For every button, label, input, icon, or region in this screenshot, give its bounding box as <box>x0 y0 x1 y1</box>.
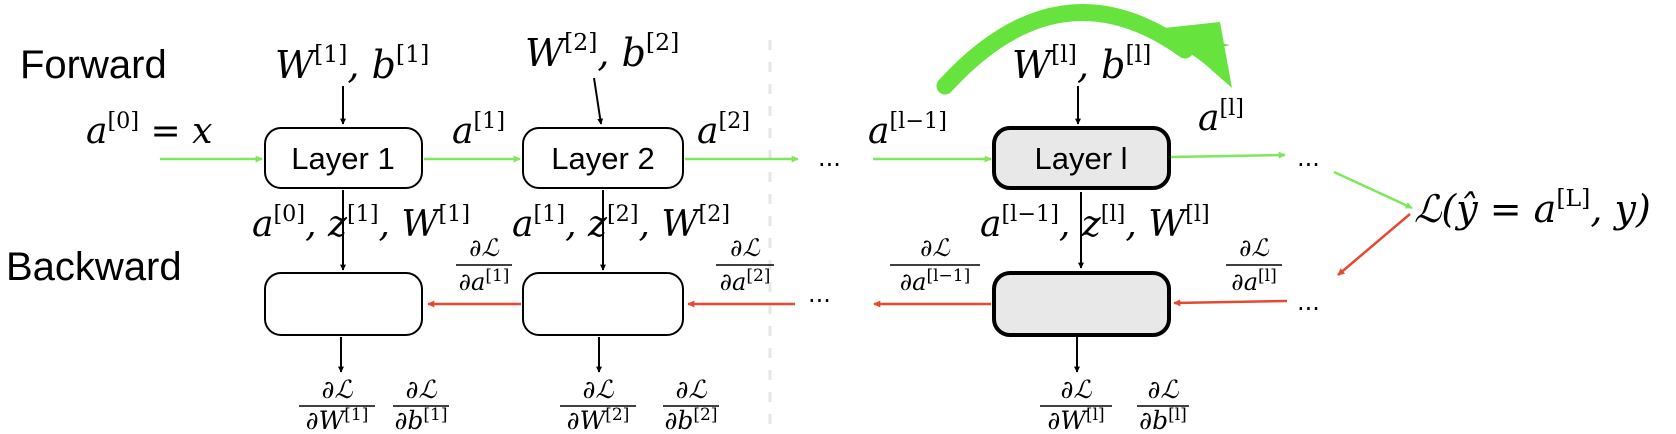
svg-text:W[2], b[2]: W[2], b[2] <box>525 28 679 75</box>
grad-dal: ∂ℒ ∂a[l] <box>1226 234 1282 296</box>
svg-text:∂ℒ: ∂ℒ <box>1239 234 1269 262</box>
grad-da1: ∂ℒ ∂a[1] <box>456 234 512 296</box>
svg-text:∂ℒ: ∂ℒ <box>322 375 354 404</box>
backward-box-l <box>992 271 1171 337</box>
grad-dbl: ∂ℒ ∂b[l] <box>1137 375 1189 434</box>
svg-text:W[1], b[1]: W[1], b[1] <box>275 40 429 87</box>
params-arrow-2 <box>593 77 604 125</box>
svg-text:∂b[2]: ∂b[2] <box>664 405 717 434</box>
grad-dWl: ∂ℒ ∂W[l] <box>1040 375 1112 434</box>
svg-text:∂W[2]: ∂W[2] <box>567 405 630 434</box>
forward-ellipsis-2: ... <box>1297 144 1320 172</box>
svg-text:∂ℒ: ∂ℒ <box>469 234 499 262</box>
activation-a0: a[0] = x <box>86 108 212 152</box>
cache-label-2: a[1], z[2], W[2] <box>512 201 730 245</box>
cache-label-l: a[l−1], z[l], W[l] <box>980 201 1210 245</box>
svg-text:∂ℒ: ∂ℒ <box>1061 375 1093 404</box>
grad-dW1: ∂ℒ ∂W[1] <box>299 375 375 434</box>
grad-da2: ∂ℒ ∂a[2] <box>716 234 774 296</box>
svg-text:∂ℒ: ∂ℒ <box>1148 375 1180 404</box>
layer-l-label: Layer l <box>1034 141 1127 176</box>
svg-text:∂ℒ: ∂ℒ <box>730 234 760 262</box>
activation-a2: a[2] <box>697 108 750 152</box>
activation-a1: a[1] <box>452 108 505 152</box>
layer-2-box <box>522 127 684 189</box>
svg-text:∂ℒ: ∂ℒ <box>676 375 708 404</box>
highlight-arc-arrow <box>936 4 1194 95</box>
backward-label: Backward <box>6 245 182 289</box>
forward-arrow-l-dots <box>1170 151 1286 159</box>
forward-arrow-to-loss <box>1333 170 1413 210</box>
forward-ellipsis-1: ... <box>818 144 841 172</box>
params-label-l: W[l], b[l] <box>1012 40 1151 87</box>
params-label-2: W[2], b[2] <box>525 28 679 75</box>
params-label-1: W[1], b[1] <box>275 40 429 87</box>
backward-ellipsis-2: ... <box>1297 288 1320 316</box>
layer-1-box <box>264 127 423 189</box>
backward-ellipsis-1: ... <box>808 280 831 308</box>
svg-text:∂a[1]: ∂a[1] <box>459 266 510 296</box>
backward-arrow-from-loss <box>1337 213 1411 276</box>
svg-text:∂ℒ: ∂ℒ <box>583 375 615 404</box>
layer-1-label: Layer 1 <box>291 141 394 176</box>
grad-dalm1: ∂ℒ ∂a[l−1] <box>890 234 980 296</box>
layer-l-box <box>992 126 1171 190</box>
grad-db1: ∂ℒ ∂b[1] <box>393 375 449 434</box>
svg-text:∂W[1]: ∂W[1] <box>306 405 369 434</box>
svg-text:∂W[l]: ∂W[l] <box>1047 405 1104 434</box>
svg-text:∂a[l]: ∂a[l] <box>1231 266 1276 296</box>
svg-text:W[l], b[l]: W[l], b[l] <box>1012 40 1151 87</box>
highlight-arc-arrowhead-main <box>1164 22 1232 88</box>
layer-2-label: Layer 2 <box>551 141 654 176</box>
cache-label-1: a[0], z[1], W[1] <box>252 201 470 245</box>
activation-alm1: a[l−1] <box>868 108 947 152</box>
loss-label: ℒ(ŷ = a[L], y) <box>1414 184 1651 231</box>
backward-arrow-dots-l <box>1173 299 1288 307</box>
backward-box-1 <box>264 272 423 336</box>
svg-text:∂a[l−1]: ∂a[l−1] <box>900 266 970 296</box>
grad-dW2: ∂ℒ ∂W[2] <box>560 375 636 434</box>
backward-box-2 <box>522 272 684 336</box>
svg-text:∂a[2]: ∂a[2] <box>720 266 771 296</box>
forward-label: Forward <box>20 43 167 87</box>
svg-text:∂b[l]: ∂b[l] <box>1139 405 1187 434</box>
svg-text:∂ℒ: ∂ℒ <box>920 234 950 262</box>
svg-text:∂b[1]: ∂b[1] <box>394 405 447 434</box>
svg-text:∂ℒ: ∂ℒ <box>406 375 438 404</box>
grad-db2: ∂ℒ ∂b[2] <box>663 375 719 434</box>
activation-al: a[l] <box>1198 95 1244 139</box>
